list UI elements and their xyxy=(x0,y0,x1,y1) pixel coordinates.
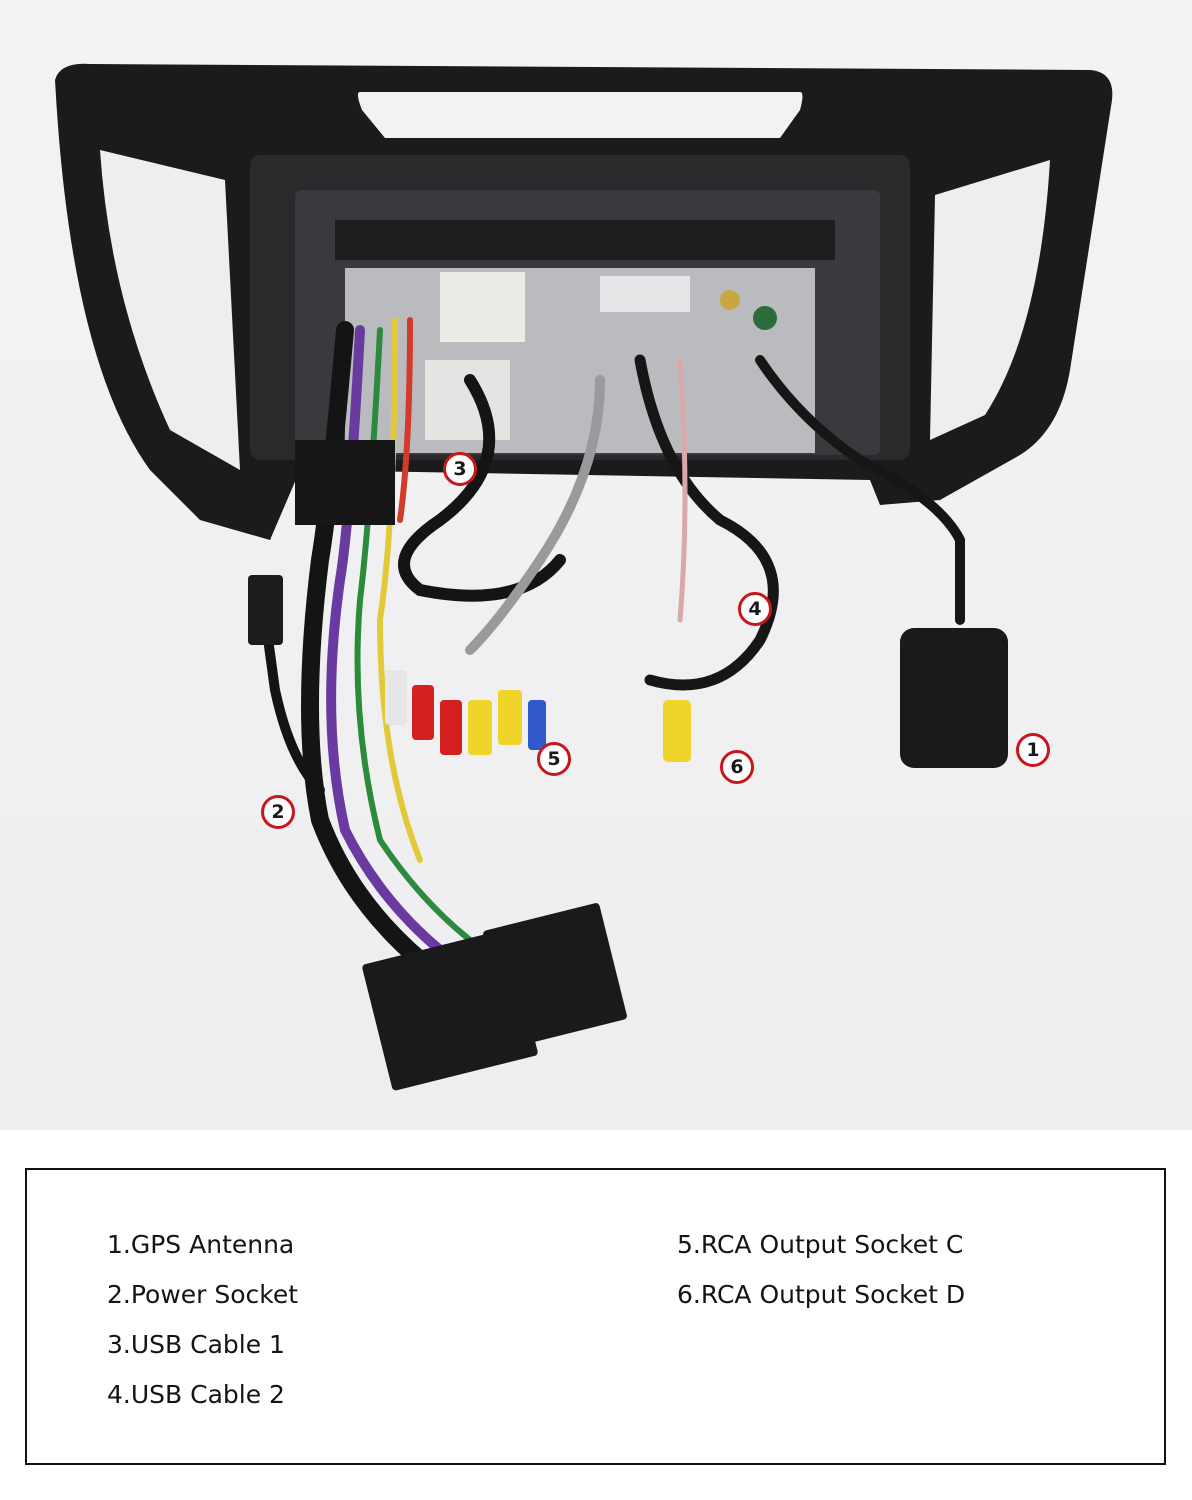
usb-plug xyxy=(248,575,283,645)
barcode-label xyxy=(425,360,510,440)
marker-2: 2 xyxy=(261,795,295,829)
legend-item-4: 4.USB Cable 2 xyxy=(107,1380,285,1409)
product-photo: 1 2 3 4 5 6 xyxy=(0,0,1192,1130)
marker-3: 3 xyxy=(443,452,477,486)
marker-5: 5 xyxy=(537,742,571,776)
top-slot xyxy=(357,92,803,138)
upper-connector xyxy=(295,440,395,525)
spec-label xyxy=(440,272,525,342)
power-connectors xyxy=(362,903,627,1091)
marker-6: 6 xyxy=(720,750,754,784)
legend-item-3: 3.USB Cable 1 xyxy=(107,1330,285,1359)
legend-item-2: 2.Power Socket xyxy=(107,1280,299,1309)
rca-plugs xyxy=(385,670,691,762)
marker-1: 1 xyxy=(1016,733,1050,767)
legend-item-6: 6.RCA Output Socket D xyxy=(677,1280,966,1309)
metal-back xyxy=(345,268,815,453)
legend-column-left: 1.GPS Antenna 2.Power Socket 3.USB Cable… xyxy=(107,1220,298,1420)
connector-block xyxy=(600,276,690,312)
legend-item-1: 1.GPS Antenna xyxy=(107,1230,295,1259)
legend-item-5: 5.RCA Output Socket C xyxy=(677,1230,964,1259)
marker-4: 4 xyxy=(738,592,772,626)
gps-puck xyxy=(900,628,1008,768)
legend-box: 1.GPS Antenna 2.Power Socket 3.USB Cable… xyxy=(25,1168,1166,1465)
gps-jack xyxy=(720,290,740,310)
left-window xyxy=(100,150,240,470)
heatsink xyxy=(335,220,835,260)
legend-column-right: 5.RCA Output Socket C 6.RCA Output Socke… xyxy=(677,1220,965,1320)
mic-jack xyxy=(753,306,777,330)
right-window xyxy=(930,160,1050,440)
radio-wiring-illustration xyxy=(55,63,1113,1091)
